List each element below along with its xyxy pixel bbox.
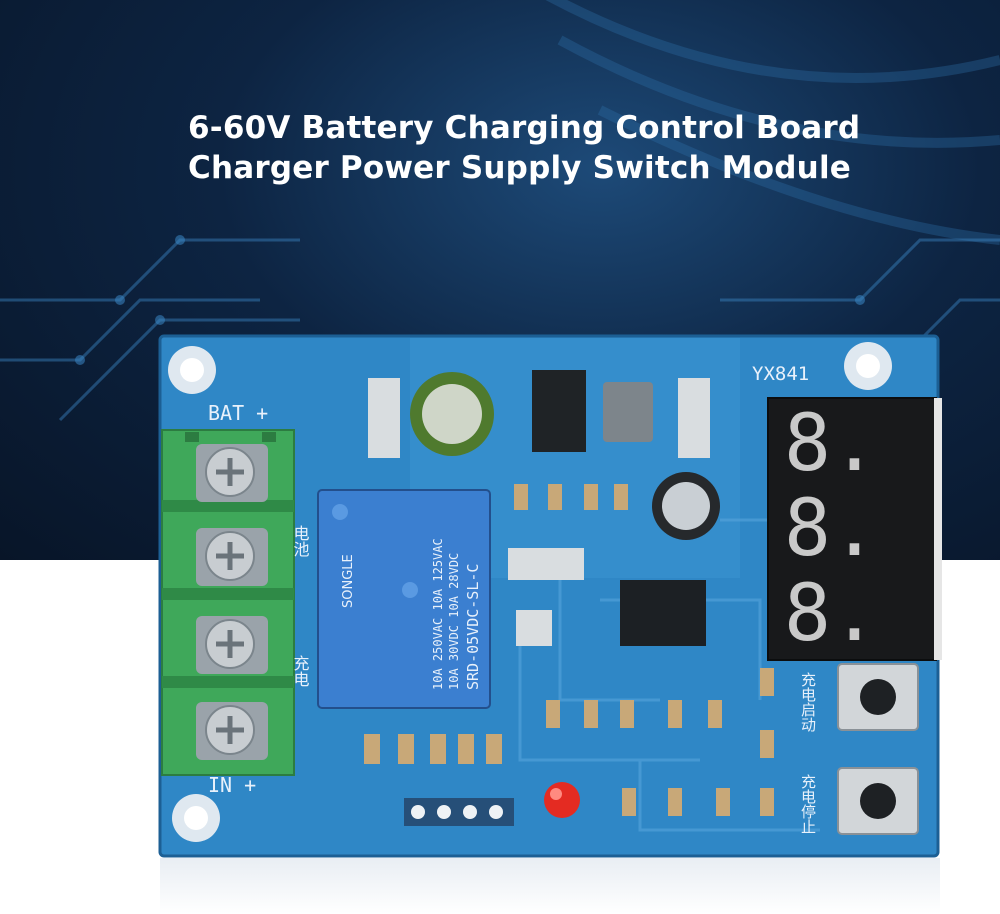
terminal-screw [196, 616, 268, 674]
inductor-l1 [603, 382, 653, 442]
relay-rating-line-1: 10A 250VAC 10A 125VAC [431, 538, 445, 690]
start-charge-button[interactable] [837, 663, 919, 731]
mounting-hole [168, 346, 216, 394]
red-led [544, 782, 580, 818]
relay-brand: SONGLE [341, 554, 356, 608]
board-reflection [160, 858, 940, 914]
display-digit-3: 8. [784, 569, 878, 659]
terminal-screw [196, 444, 268, 502]
relay: SONGLE 10A 250VAC 10A 125VAC 10A 30VDC 1… [317, 489, 491, 709]
diode-d2 [678, 378, 710, 458]
stop-button-label: 充电停止 [799, 774, 817, 834]
relay-model: SRD-05VDC-SL-C [464, 564, 482, 690]
electrolytic-capacitor [410, 372, 494, 456]
ic-chip-u2 [532, 370, 586, 452]
seven-segment-display: 8. 8. 8. [767, 397, 942, 661]
mounting-hole [172, 794, 220, 842]
terminal-in-label: IN + [208, 773, 256, 797]
smd-components [364, 484, 774, 816]
terminal-screw [196, 528, 268, 586]
display-digit-2: 8. [784, 484, 878, 574]
mounting-hole [844, 342, 892, 390]
charge-label-cn: 充电 [291, 655, 310, 687]
terminal-bat-label: BAT + [208, 401, 268, 425]
title-line-2: Charger Power Supply Switch Module [188, 150, 851, 186]
battery-label-cn: 电池 [291, 525, 310, 557]
stop-charge-button[interactable] [837, 767, 919, 835]
microcontroller-chip [620, 580, 706, 646]
transistor-q1 [508, 548, 584, 580]
transistor [516, 610, 552, 646]
relay-rating-line-2: 10A 30VDC 10A 28VDC [447, 553, 461, 690]
diode [368, 378, 400, 458]
board-model-label: YX841 [752, 363, 809, 385]
pin-header [404, 798, 514, 826]
title-line-1: 6-60V Battery Charging Control Board [188, 110, 861, 146]
display-digit-1: 8. [784, 399, 878, 489]
page-title: 6-60V Battery Charging Control Board Cha… [188, 108, 948, 188]
electrolytic-capacitor [652, 472, 720, 540]
terminal-screw [196, 702, 268, 760]
start-button-label: 充电启动 [799, 672, 817, 733]
